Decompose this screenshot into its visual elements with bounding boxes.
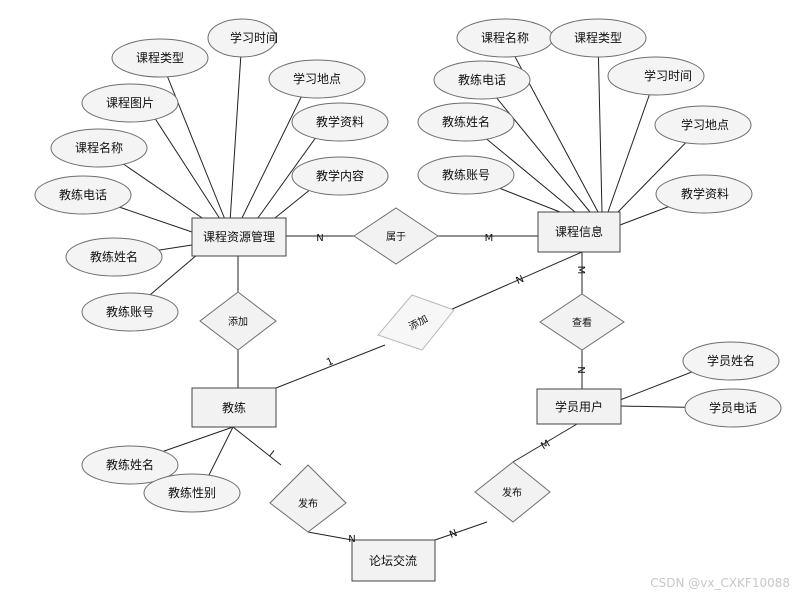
relationship-label: 发布: [502, 486, 522, 499]
attribute-ci-study-time: 学习时间: [607, 56, 705, 96]
entity-forum: 论坛交流: [351, 539, 436, 582]
attribute-label: 教练姓名: [90, 249, 138, 264]
relationship-post-left: 发布: [269, 464, 347, 533]
cardinality-label: N: [448, 528, 459, 541]
attribute-label: 学员姓名: [707, 353, 755, 368]
attribute-label: 教学资料: [316, 114, 364, 129]
attribute-su-phone: 学员电话: [684, 388, 782, 428]
attribute-label: 学习时间: [230, 30, 278, 45]
cardinality-label: M: [539, 438, 552, 452]
attribute-ci-course-name: 课程名称: [456, 18, 554, 58]
attribute-label: 教练账号: [442, 167, 490, 182]
watermark: CSDN @vx_CXKF10088: [650, 576, 790, 590]
attribute-crm-course-image: 课程图片: [81, 83, 179, 123]
entity-coach: 教练: [191, 387, 277, 428]
entity-label: 课程信息: [555, 224, 603, 239]
attribute-crm-course-name: 课程名称: [50, 128, 148, 168]
attribute-crm-teach-material: 教学资料: [291, 102, 389, 142]
attribute-crm-course-type: 课程类型: [111, 38, 209, 78]
attribute-crm-coach-name: 教练姓名: [65, 237, 163, 277]
attribute-ci-teach-material: 教学资料: [655, 174, 753, 214]
relationship-post-right: 发布: [474, 461, 551, 523]
attribute-crm-teach-content: 教学内容: [291, 156, 389, 196]
attribute-ci-study-place: 学习地点: [654, 105, 752, 145]
entity-course-info: 课程信息: [537, 211, 621, 253]
attribute-label: 教练性别: [168, 485, 216, 500]
entity-label: 课程资源管理: [203, 229, 275, 244]
connector-lines: [83, 37, 721, 541]
attribute-ci-course-type: 课程类型: [549, 18, 647, 58]
attribute-label: 课程图片: [106, 95, 154, 110]
attribute-label: 教练姓名: [442, 114, 490, 129]
attribute-label: 课程名称: [75, 140, 123, 155]
cardinality-label: M: [485, 233, 494, 244]
entity-label: 论坛交流: [369, 553, 417, 568]
cardinality-label: M: [575, 266, 586, 275]
relationship-label: 查看: [572, 316, 592, 329]
cardinality-label: N: [316, 233, 323, 244]
cardinality-label: I: [267, 449, 276, 459]
attribute-label: 教练账号: [106, 304, 154, 319]
attribute-label: 学习时间: [644, 68, 692, 83]
attribute-crm-study-time: 学习时间: [207, 18, 278, 58]
relationship-label: 属于: [386, 231, 406, 243]
attribute-label: 学习地点: [681, 117, 729, 132]
attribute-coach-name: 教练姓名: [81, 445, 179, 485]
entity-course-resource-mgmt: 课程资源管理: [191, 217, 287, 257]
attribute-label: 课程名称: [481, 30, 529, 45]
cardinality-label: N: [348, 534, 355, 545]
attribute-label: 课程类型: [136, 50, 184, 65]
attribute-su-name: 学员姓名: [682, 341, 780, 381]
relationship-add-diag: 添加: [377, 294, 455, 351]
entity-student-user: 学员用户: [536, 388, 622, 425]
attribute-label: 课程类型: [574, 30, 622, 45]
relationship-label: 发布: [298, 497, 318, 510]
relationship-label: 添加: [228, 315, 248, 328]
attribute-label: 教练电话: [458, 72, 506, 87]
attribute-crm-study-place: 学习地点: [268, 59, 366, 99]
attribute-ci-coach-account: 教练账号: [417, 155, 515, 195]
relationship-belongs-to: 属于: [353, 207, 439, 265]
attribute-label: 教练电话: [59, 187, 107, 202]
entity-label: 学员用户: [555, 399, 603, 414]
attribute-crm-coach-phone: 教练电话: [34, 175, 132, 215]
attribute-ci-coach-name: 教练姓名: [417, 102, 515, 142]
attribute-label: 教学内容: [316, 168, 364, 183]
relationship-add-left: 添加: [199, 291, 277, 351]
relationship-view: 查看: [539, 293, 625, 351]
cardinality-label: N: [515, 274, 526, 287]
attribute-label: 学员电话: [709, 400, 757, 415]
cardinality-label: 1: [325, 356, 335, 369]
attribute-crm-coach-account: 教练账号: [81, 292, 179, 332]
entity-label: 教练: [222, 400, 246, 415]
attribute-coach-gender: 教练性别: [143, 473, 241, 513]
attribute-label: 学习地点: [293, 71, 341, 86]
attribute-label: 教练姓名: [106, 457, 154, 472]
attribute-ci-coach-phone: 教练电话: [433, 60, 531, 100]
cardinality-label: N: [575, 366, 586, 373]
attribute-label: 教学资料: [681, 186, 729, 201]
